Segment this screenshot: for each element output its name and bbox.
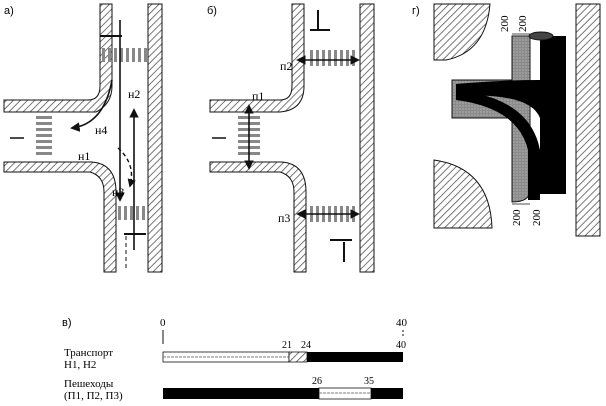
curb-g-bottom-left	[433, 159, 493, 229]
swept-path-top-cap	[528, 31, 554, 41]
panel-a-label: а)	[4, 5, 14, 17]
panel-v-label: в)	[62, 317, 72, 329]
dim-top-2: 200	[517, 15, 529, 32]
transport-amber-phase	[288, 351, 308, 363]
arrow-a-h3	[117, 147, 136, 188]
move-label-h3: н3	[112, 185, 124, 199]
crossing-label-p2: п2	[280, 59, 292, 73]
panel-g-label: г)	[412, 5, 420, 17]
curb-b-top-left	[209, 3, 305, 113]
row-pedestrians-subtitle: (П1, П2, П3)	[64, 390, 123, 402]
row-transport-subtitle: Н1, Н2	[64, 359, 96, 371]
panel-b: б) п2 п1 п3	[207, 3, 375, 273]
pedestrians-mark-35: 35	[364, 376, 374, 387]
row-pedestrians-title: Пешеходы	[64, 378, 114, 390]
axis-end-label: 40	[396, 317, 408, 329]
curb-b-bottom-left	[209, 161, 307, 273]
dim-bottom-1: 200	[511, 209, 523, 226]
row-transport-title: Транспорт	[64, 347, 113, 359]
pedestrians-red-phase-2	[371, 388, 403, 399]
move-label-h2: н2	[128, 87, 140, 101]
arrow-a-h4	[70, 79, 113, 132]
transport-red-phase	[307, 352, 403, 362]
crosswalk-a-bottom	[118, 206, 145, 220]
curb-g-right	[575, 3, 601, 237]
panel-g: г) 200 200 200 200	[412, 3, 601, 237]
curb-a-bottom-left	[3, 161, 117, 273]
panel-v: в) 0 40 Транспорт Н1, Н2 21 24 40 Пешехо…	[62, 317, 408, 402]
pedestrians-red-phase	[163, 388, 319, 399]
crosswalk-b-top	[310, 50, 355, 66]
curb-b-right	[359, 3, 375, 273]
swept-path-straight	[456, 36, 566, 194]
transport-mark-24: 24	[301, 340, 311, 351]
crosswalk-a-top	[102, 48, 147, 62]
crosswalk-a-left	[36, 116, 52, 155]
curb-g-top-left	[433, 3, 491, 61]
panel-a: а) н2 н4 н1 н3	[3, 3, 163, 273]
dim-top-1: 200	[499, 15, 511, 32]
pedestrians-mark-26: 26	[312, 376, 322, 387]
transport-mark-21: 21	[282, 340, 292, 351]
curb-a-right	[147, 3, 163, 273]
dim-bottom-2: 200	[531, 209, 543, 226]
panel-b-label: б)	[207, 5, 217, 17]
axis-start-label: 0	[160, 317, 166, 329]
curb-a-top-left	[3, 3, 113, 113]
transport-mark-40: 40	[396, 340, 406, 351]
move-label-h1: н1	[78, 149, 90, 163]
crossing-label-p1: п1	[252, 89, 264, 103]
swept-path-turn	[456, 90, 540, 200]
move-label-h4: н4	[95, 123, 107, 137]
crossing-label-p3: п3	[278, 211, 290, 225]
